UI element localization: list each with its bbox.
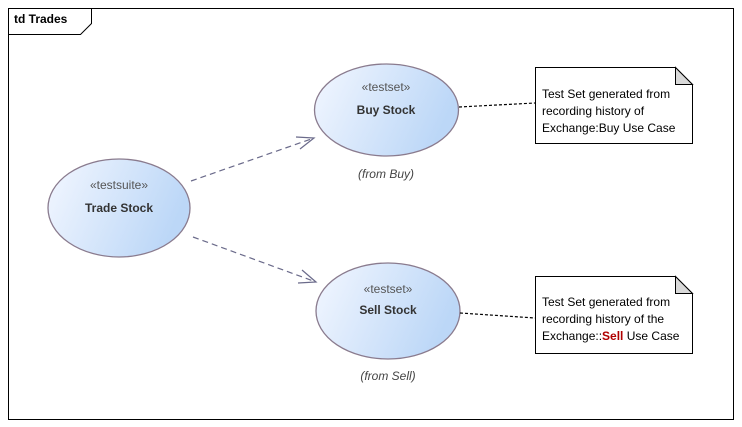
use-case-buy-stock-stereotype: «testset» <box>361 80 411 94</box>
use-case-buy-stock-name: Buy Stock <box>356 103 416 117</box>
use-case-trade-stock[interactable] <box>47 158 191 258</box>
dependency-arrow-sell <box>192 236 318 284</box>
use-case-sell-stock-origin: (from Sell) <box>360 369 416 383</box>
note-sell-line-3-prefix: Exchange:: <box>542 329 603 343</box>
note-sell-text: Test Set generated from recording histor… <box>542 294 679 345</box>
use-case-sell-stock-stereotype: «testset» <box>363 282 413 296</box>
use-case-trade-stock-name: Trade Stock <box>84 201 154 215</box>
note-sell-line-3-suffix: Use Case <box>623 329 680 343</box>
use-case-buy-stock-origin: (from Buy) <box>357 167 414 181</box>
use-case-sell-stock[interactable] <box>315 262 461 360</box>
note-sell-line-3-highlight: Sell <box>602 329 624 343</box>
note-buy-line-3: Exchange:Buy Use Case <box>542 121 676 135</box>
use-case-trade-stock-stereotype: «testsuite» <box>89 178 149 192</box>
note-buy-line-2: recording history of <box>542 104 645 118</box>
use-case-sell-stock-name: Sell Stock <box>359 303 417 317</box>
note-buy[interactable] <box>535 66 694 144</box>
note-buy-text: Test Set generated from recording histor… <box>542 86 675 137</box>
use-case-buy-stock[interactable] <box>313 63 460 157</box>
dependency-arrow-buy <box>190 136 316 182</box>
note-sell-line-3: Exchange::Sell Use Case <box>542 328 679 345</box>
note-connector-sell <box>459 312 536 319</box>
note-sell[interactable] <box>535 275 694 354</box>
note-buy-line-1: Test Set generated from <box>542 87 671 101</box>
note-connector-buy <box>458 102 536 108</box>
frame-title-tab <box>8 8 92 35</box>
frame-title: td Trades <box>14 12 68 26</box>
note-sell-line-2: recording history of the <box>542 312 665 326</box>
note-sell-line-1: Test Set generated from <box>542 295 671 309</box>
